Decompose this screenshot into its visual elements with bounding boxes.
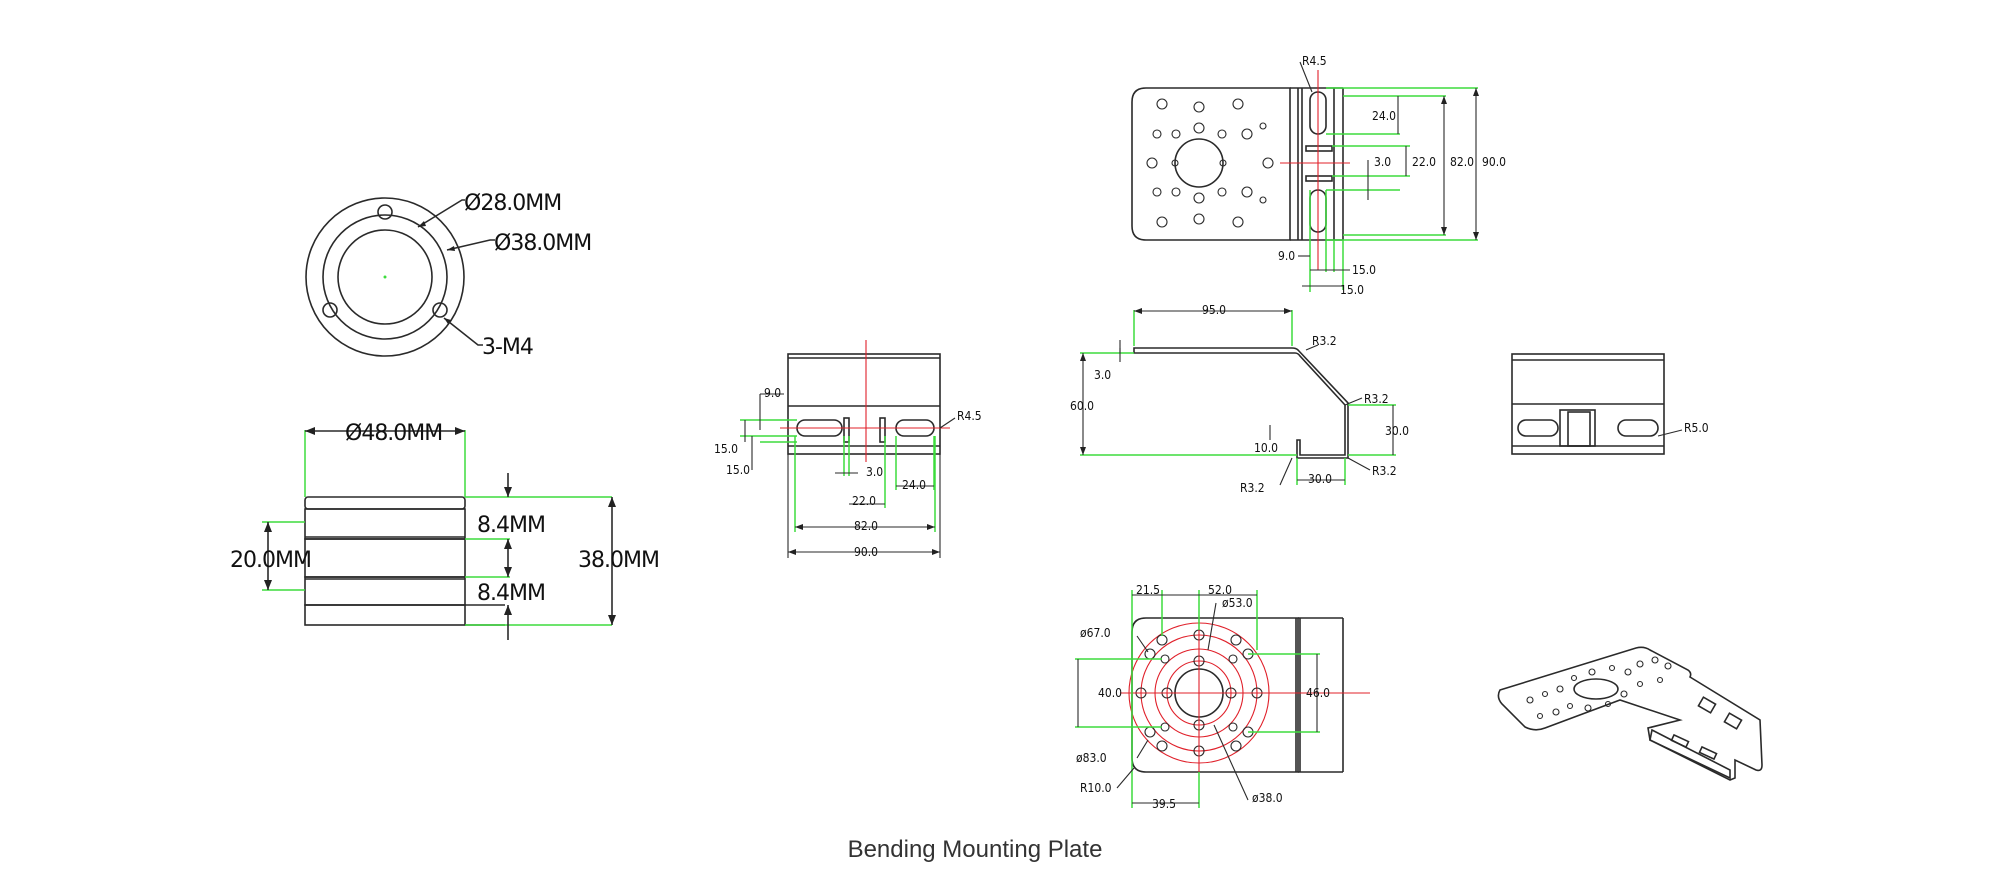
dim-top-r45: R4.5 <box>1302 54 1327 68</box>
dim-bottom-40: 40.0 <box>1098 686 1122 700</box>
dim-side-r32c: R3.2 <box>1240 481 1265 495</box>
dim-front-82: 82.0 <box>854 519 878 533</box>
dim-front-22: 22.0 <box>852 494 876 508</box>
dim-side-60: 60.0 <box>1070 399 1094 413</box>
dim-bottom-53: ø53.0 <box>1222 596 1253 610</box>
dim-end-r5: R5.0 <box>1684 421 1709 435</box>
dim-top-82: 82.0 <box>1450 155 1474 169</box>
dim-top-22: 22.0 <box>1412 155 1436 169</box>
dim-top-15a: 15.0 <box>1352 263 1376 277</box>
dim-front-15b: 15.0 <box>726 463 750 477</box>
dim-h84-bottom: 8.4MM <box>477 581 545 606</box>
dim-front-90: 90.0 <box>854 545 878 559</box>
dim-front-24: 24.0 <box>902 478 926 492</box>
bracket-side-view: 95.0 R3.2 3.0 60.0 R3.2 30.0 10.0 R3.2 3… <box>1070 303 1409 495</box>
bracket-front-view: 9.0 15.0 15.0 R4.5 3.0 22.0 24.0 82.0 90… <box>714 340 982 559</box>
dim-bottom-r10: R10.0 <box>1080 781 1112 795</box>
bracket-bottom-view: 21.5 52.0 ø53.0 ø67.0 40.0 46.0 ø83.0 R1… <box>1075 583 1370 811</box>
hub-top-view: Ø28.0MM Ø38.0MM 3-M4 <box>305 191 592 360</box>
bracket-isometric-view <box>1497 646 1763 781</box>
dim-bottom-67: ø67.0 <box>1080 626 1111 640</box>
dim-side-95: 95.0 <box>1202 303 1226 317</box>
dim-top-15b: 15.0 <box>1340 283 1364 297</box>
hub-side-view: Ø48.0MM 8.4MM 8.4MM 20.0MM 38.0MM <box>230 421 660 640</box>
dim-front-r45: R4.5 <box>957 409 982 423</box>
dim-top-24: 24.0 <box>1372 109 1396 123</box>
dim-side-10: 10.0 <box>1254 441 1278 455</box>
dim-bottom-52: 52.0 <box>1208 583 1232 597</box>
dim-side-30v: 30.0 <box>1385 424 1409 438</box>
dim-side-30h: 30.0 <box>1308 472 1332 486</box>
dim-front-15a: 15.0 <box>714 442 738 456</box>
bracket-top-view: R4.5 24.0 3.0 22.0 82.0 90.0 9.0 15.0 15… <box>1131 54 1506 297</box>
dim-side-3: 3.0 <box>1094 368 1111 382</box>
dim-bottom-83: ø83.0 <box>1076 751 1107 765</box>
dim-bottom-215: 21.5 <box>1136 583 1160 597</box>
dim-h20: 20.0MM <box>230 548 311 573</box>
dim-d48: Ø48.0MM <box>345 421 442 446</box>
dim-side-r32d: R3.2 <box>1372 464 1397 478</box>
dim-d28: Ø28.0MM <box>464 191 561 216</box>
dim-top-3: 3.0 <box>1374 155 1391 169</box>
dim-bottom-395: 39.5 <box>1152 797 1176 811</box>
dim-3m4: 3-M4 <box>482 335 533 360</box>
figure-caption: Bending Mounting Plate <box>847 836 1103 863</box>
dim-top-9: 9.0 <box>1278 249 1295 263</box>
dim-h38: 38.0MM <box>578 548 659 573</box>
dim-front-3: 3.0 <box>866 465 883 479</box>
dim-front-9: 9.0 <box>764 386 781 400</box>
dim-d38: Ø38.0MM <box>494 231 591 256</box>
dim-h84-top: 8.4MM <box>477 513 545 538</box>
dim-bottom-38: ø38.0 <box>1252 791 1283 805</box>
dim-top-90: 90.0 <box>1482 155 1506 169</box>
dim-side-r32a: R3.2 <box>1312 334 1337 348</box>
dim-bottom-46: 46.0 <box>1306 686 1330 700</box>
bracket-end-view: R5.0 <box>1511 353 1709 455</box>
dim-side-r32b: R3.2 <box>1364 392 1389 406</box>
